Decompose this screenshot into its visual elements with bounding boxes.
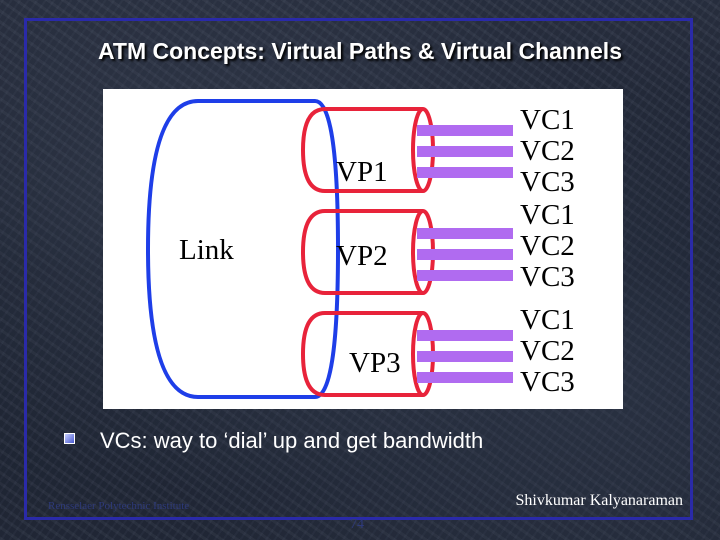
vc-bar xyxy=(417,249,513,260)
vc-label: VC2 xyxy=(520,135,575,167)
vc-label: VC1 xyxy=(520,304,575,336)
vp2-label: VP2 xyxy=(336,240,388,272)
vp-vc-diagram: Link VP1 VP2 VP3 VC1 VC2 VC3 VC1 VC2 VC3… xyxy=(103,89,623,409)
vc-bar xyxy=(417,372,513,383)
vc-label: VC3 xyxy=(520,166,575,198)
vc-bar xyxy=(417,125,513,136)
footer-institution: Rensselaer Polytechnic Institute xyxy=(48,500,190,512)
vc-label: VC2 xyxy=(520,335,575,367)
vc-bar xyxy=(417,270,513,281)
link-label: Link xyxy=(179,234,234,266)
vc-bar xyxy=(417,228,513,239)
vc-bar xyxy=(417,330,513,341)
vc-bar xyxy=(417,146,513,157)
vc-label: VC3 xyxy=(520,261,575,293)
bullet-text: VCs: way to ‘dial’ up and get bandwidth xyxy=(100,428,484,453)
vc-label: VC1 xyxy=(520,104,575,136)
bullet-icon xyxy=(64,433,75,444)
vc-label: VC3 xyxy=(520,366,575,398)
vc-bar xyxy=(417,167,513,178)
link-tube xyxy=(145,99,315,399)
slide-frame xyxy=(24,18,693,520)
slide-title: ATM Concepts: Virtual Paths & Virtual Ch… xyxy=(98,38,622,64)
vc-bars xyxy=(417,125,513,383)
vp1-label: VP1 xyxy=(336,156,388,188)
page-number: 74 xyxy=(350,517,364,532)
link-tube-end xyxy=(314,99,341,399)
footer-author: Shivkumar Kalyanaraman xyxy=(515,492,684,509)
vp3-label: VP3 xyxy=(349,347,401,379)
vc-bar xyxy=(417,351,513,362)
vc-label: VC1 xyxy=(520,199,575,231)
vc-label: VC2 xyxy=(520,230,575,262)
